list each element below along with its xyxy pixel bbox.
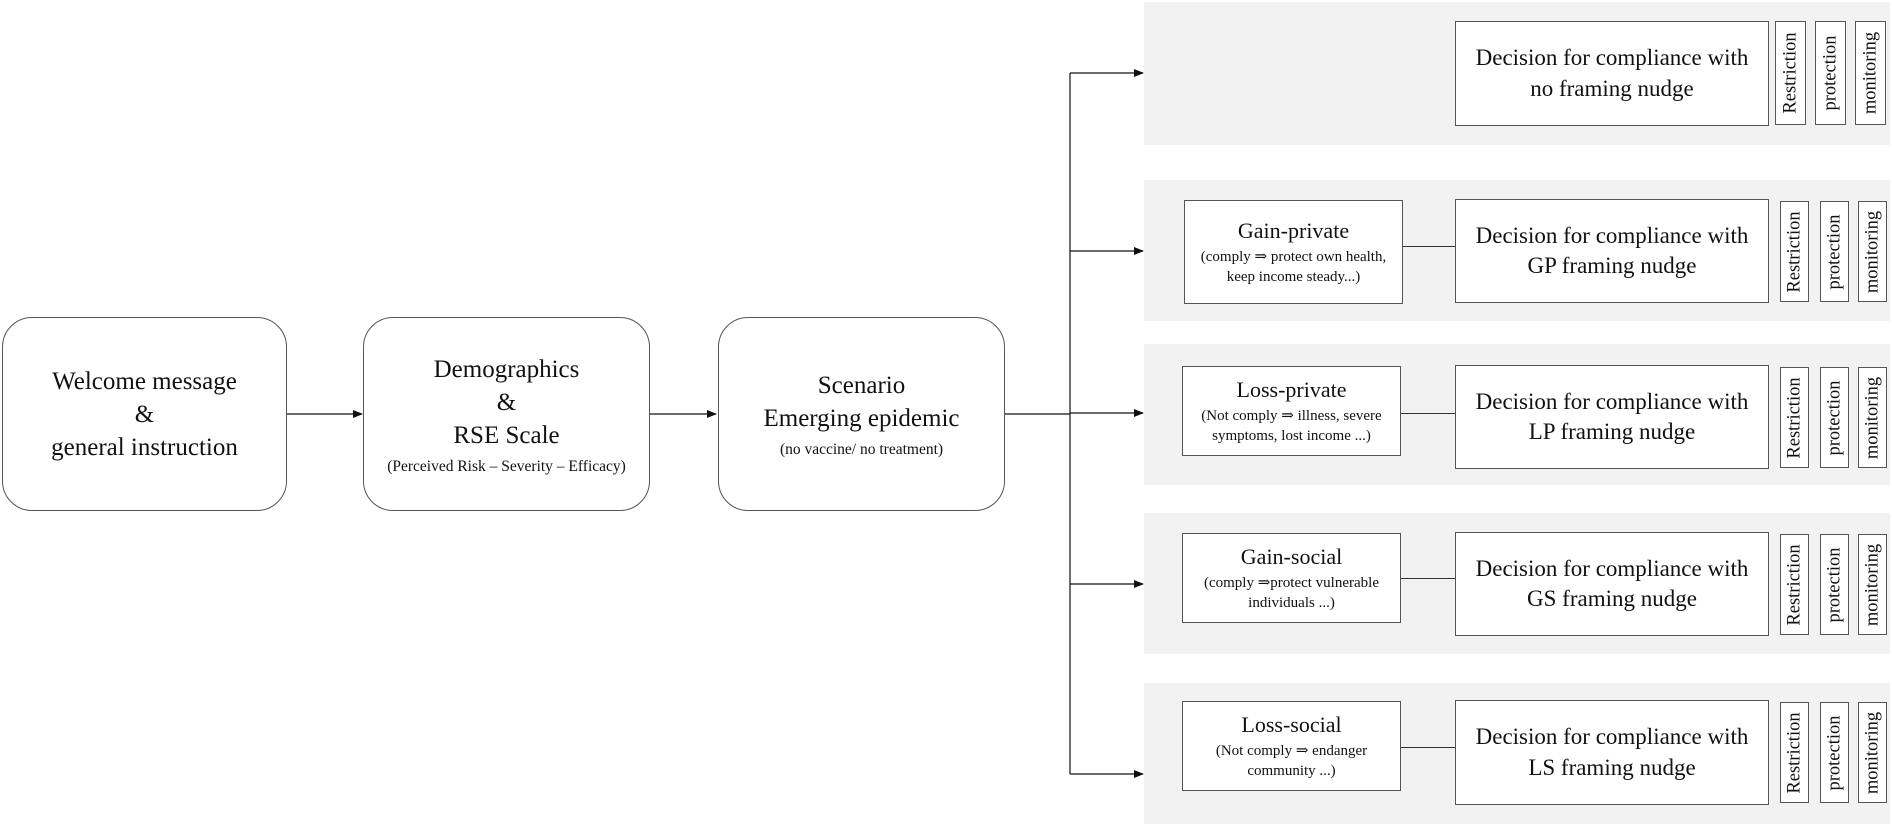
measure-label: Restriction — [1780, 32, 1800, 114]
connector-gain-private — [1403, 246, 1455, 247]
frame-detail-line: (comply ⇒ protect own health, — [1200, 249, 1387, 265]
measure-label: protection — [1820, 35, 1840, 111]
measure-restriction-box: Restriction — [1780, 201, 1809, 302]
measure-label: monitoring — [1862, 376, 1882, 459]
frame-detail-line: symptoms, lost income ...) — [1212, 428, 1371, 445]
frame-title: Gain-social — [1240, 543, 1343, 569]
frame-title: Loss-private — [1236, 376, 1347, 402]
decision-line-2: GS framing nudge — [1527, 586, 1697, 611]
measure-monitoring-box: monitoring — [1855, 21, 1886, 125]
decision-box-loss-social: Decision for compliance with LS framing … — [1455, 700, 1769, 805]
measure-protection-box: protection — [1815, 21, 1846, 125]
frame-detail: (comply ⇒protect vulnerable individuals … — [1204, 573, 1379, 614]
frame-detail: (Not comply ⇒ illness, severe symptoms, … — [1201, 406, 1381, 447]
welcome-line-1: Welcome message — [52, 367, 237, 395]
connector-loss-social — [1401, 747, 1455, 748]
decision-line-2: no framing nudge — [1530, 75, 1694, 101]
frame-detail-line: (comply ⇒protect vulnerable — [1203, 575, 1379, 591]
measure-restriction-box: Restriction — [1780, 534, 1809, 635]
measure-label: protection — [1824, 379, 1844, 456]
decision-box-gain-social: Decision for compliance with GS framing … — [1455, 532, 1769, 636]
measure-monitoring-box: monitoring — [1858, 367, 1887, 468]
welcome-step: Welcome message & general instruction — [2, 317, 287, 511]
measure-label: monitoring — [1862, 210, 1882, 293]
measure-monitoring-box: monitoring — [1858, 534, 1887, 635]
measure-protection-box: protection — [1820, 367, 1849, 468]
measure-label: monitoring — [1862, 711, 1882, 794]
measure-label: protection — [1824, 714, 1844, 791]
frame-detail-line: (Not comply ⇒ endanger — [1215, 743, 1368, 759]
measure-label: Restriction — [1784, 210, 1804, 293]
decision-box-no-framing: Decision for compliance with no framing … — [1455, 21, 1769, 126]
frame-detail: (comply ⇒ protect own health, keep incom… — [1201, 247, 1386, 288]
decision-box-loss-private: Decision for compliance with LP framing … — [1455, 365, 1769, 469]
decision-line-1: Decision for compliance with — [1475, 222, 1749, 248]
decision-line-1: Decision for compliance with — [1475, 45, 1749, 71]
scenario-line-2: Emerging epidemic — [763, 405, 960, 432]
measure-protection-box: protection — [1820, 201, 1849, 302]
decision-line-2: GP framing nudge — [1527, 253, 1697, 278]
measure-restriction-box: Restriction — [1780, 702, 1809, 803]
demographics-line-2: & — [496, 388, 517, 416]
measure-label: protection — [1824, 213, 1844, 290]
measure-protection-box: protection — [1820, 534, 1849, 635]
frame-title: Gain-private — [1237, 217, 1350, 243]
welcome-line-3: general instruction — [51, 433, 238, 461]
welcome-line-2: & — [134, 400, 155, 428]
connector-loss-private — [1401, 413, 1455, 414]
measure-label: Restriction — [1784, 543, 1804, 626]
decision-line-2: LP framing nudge — [1528, 419, 1696, 444]
decision-line-1: Decision for compliance with — [1475, 388, 1749, 414]
frame-detail-line: keep income steady...) — [1226, 269, 1361, 286]
decision-line-1: Decision for compliance with — [1475, 555, 1749, 581]
frame-detail-line: community ...) — [1247, 763, 1336, 780]
scenario-step: Scenario Emerging epidemic (no vaccine/ … — [718, 317, 1005, 511]
decision-line-2: LS framing nudge — [1528, 754, 1696, 780]
demographics-line-1: Demographics — [433, 355, 580, 383]
measure-label: monitoring — [1860, 31, 1880, 115]
measure-label: protection — [1824, 546, 1844, 623]
measure-label: monitoring — [1862, 543, 1882, 626]
measure-restriction-box: Restriction — [1775, 21, 1806, 125]
decision-line-1: Decision for compliance with — [1475, 724, 1749, 750]
measure-protection-box: protection — [1820, 702, 1849, 803]
measure-restriction-box: Restriction — [1780, 367, 1809, 468]
frame-box-gain-private: Gain-private (comply ⇒ protect own healt… — [1184, 200, 1403, 304]
scenario-line-1: Scenario — [817, 372, 906, 399]
measure-monitoring-box: monitoring — [1858, 201, 1887, 302]
demographics-step: Demographics & RSE Scale (Perceived Risk… — [363, 317, 650, 511]
frame-detail-line: (Not comply ⇒ illness, severe — [1201, 408, 1382, 424]
connector-gain-social — [1401, 578, 1455, 579]
frame-box-loss-social: Loss-social (Not comply ⇒ endanger commu… — [1182, 701, 1401, 791]
frame-box-gain-social: Gain-social (comply ⇒protect vulnerable … — [1182, 533, 1401, 623]
decision-box-gain-private: Decision for compliance with GP framing … — [1455, 199, 1769, 303]
frame-box-loss-private: Loss-private (Not comply ⇒ illness, seve… — [1182, 366, 1401, 456]
measure-label: Restriction — [1784, 376, 1804, 459]
scenario-note: (no vaccine/ no treatment) — [779, 441, 944, 458]
demographics-note: (Perceived Risk – Severity – Efficacy) — [387, 457, 626, 475]
frame-detail: (Not comply ⇒ endanger community ...) — [1216, 741, 1367, 782]
frame-detail-line: individuals ...) — [1248, 595, 1335, 612]
measure-label: Restriction — [1784, 711, 1804, 794]
measure-monitoring-box: monitoring — [1858, 702, 1887, 803]
demographics-line-3: RSE Scale — [453, 421, 560, 449]
frame-title: Loss-social — [1241, 711, 1342, 737]
